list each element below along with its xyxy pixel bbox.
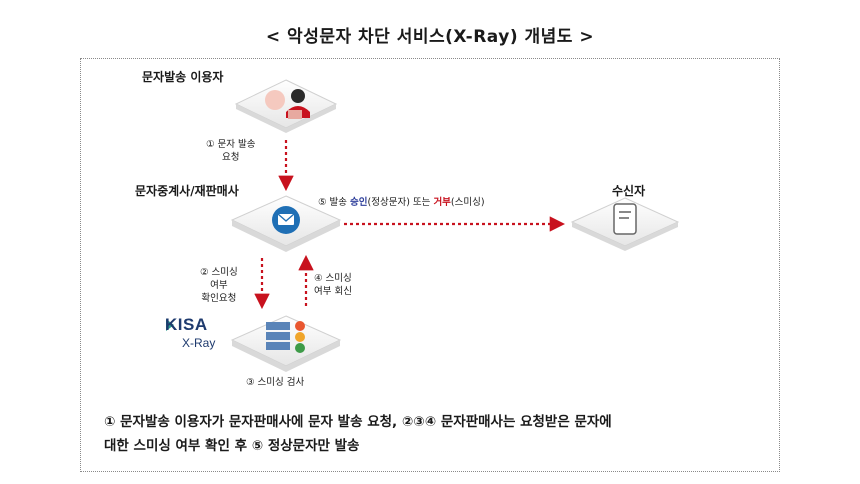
step2-line3: 확인요청 [201,293,237,304]
step4-label: ④ 스미싱 여부 회신 [314,272,352,298]
step5-suffix: (스미싱) [450,197,485,208]
phone-icon [613,203,637,235]
step3-label: ③ 스미싱 검사 [246,377,305,388]
xray-label: X-Ray [182,336,216,350]
kisa-logo: KISA [165,315,208,334]
step4-line1: ④ 스미싱 [314,273,352,284]
summary-line1: ① 문자발송 이용자가 문자판매사에 문자 발송 요청, ②③④ 문자판매사는 … [104,414,612,430]
sender-label: 문자발송 이용자 [142,70,224,84]
kisa-logo-mark [166,319,174,331]
summary-note: ① 문자발송 이용자가 문자판매사에 문자 발송 요청, ②③④ 문자판매사는 … [104,410,784,458]
step5-label: ⑤ 발송 승인(정상문자) 또는 거부(스미싱) [318,196,485,209]
diagram-frame [80,58,780,472]
mail-icon [272,206,300,234]
summary-line2: 대한 스미싱 여부 확인 후 ⑤ 정상문자만 발송 [104,438,360,454]
step1-line1: ① 문자 발송 [206,139,256,150]
page-title: < 악성문자 차단 서비스(X-Ray) 개념도 > [265,27,595,47]
step5-reject: 거부 [433,197,451,208]
step5-prefix: ⑤ 발송 [318,197,351,208]
step2-line1: ② 스미싱 [200,267,238,278]
step2-line2: 여부 [210,280,228,291]
step4-line2: 여부 회신 [314,286,352,297]
step1-label: ① 문자 발송 요청 [206,138,256,164]
step5-mid: (정상문자) 또는 [367,197,434,208]
step1-line2: 요청 [222,152,240,163]
server-icon [266,321,305,353]
broker-label: 문자중계사/재판매사 [135,184,239,198]
step5-approve: 승인 [350,197,368,208]
user-icon [265,89,310,119]
sender-platform [234,79,338,133]
receiver-label: 수신자 [612,184,646,198]
step2-label: ② 스미싱 여부 확인요청 [200,266,238,305]
kisa-platform [230,315,342,372]
